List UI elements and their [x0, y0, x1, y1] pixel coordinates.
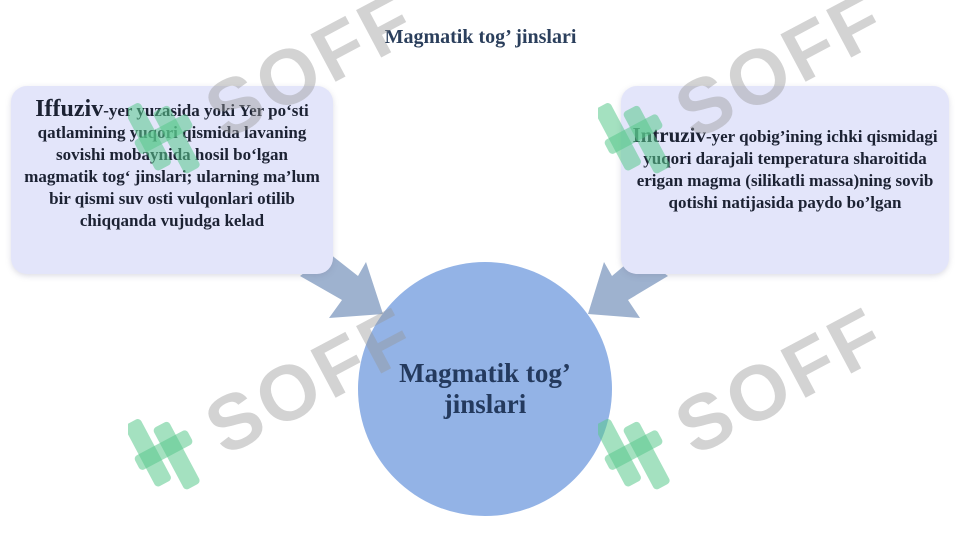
center-label-line1: Magmatik tog’: [399, 358, 571, 388]
intrusive-box: Intruziv-yer qobig’ining ichki qismidagi…: [621, 86, 949, 274]
effusive-box: Iffuziv-yer yuzasida yoki Yer po‘sti qat…: [11, 86, 333, 274]
intrusive-term: Intruziv: [632, 123, 706, 147]
center-circle: Magmatik tog’ jinslari: [358, 262, 612, 516]
center-label-line2: jinslari: [443, 389, 527, 419]
intrusive-description: -yer qobig’ining ichki qismidagi yuqori …: [636, 127, 938, 212]
effusive-term: Iffuziv: [35, 96, 104, 122]
diagram-title: Magmatik tog’ jinslari: [384, 26, 577, 48]
center-label: Magmatik tog’ jinslari: [399, 358, 571, 420]
